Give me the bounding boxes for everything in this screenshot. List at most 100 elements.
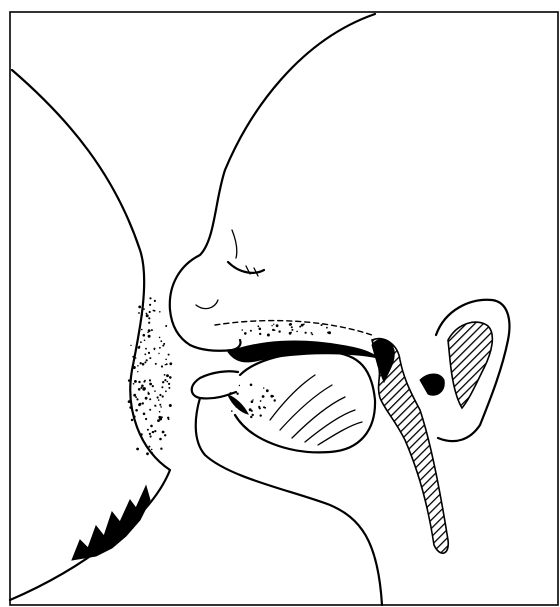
stipple-dot: [244, 332, 247, 335]
stipple-dot: [264, 407, 265, 408]
stipple-dot: [250, 330, 252, 332]
stipple-dot: [144, 361, 146, 363]
stipple-dot: [154, 390, 156, 392]
stipple-dot: [151, 452, 153, 454]
stipple-dot: [164, 434, 166, 436]
stipple-dot: [162, 345, 164, 347]
stipple-dot: [143, 387, 146, 390]
frame-border: [10, 12, 558, 605]
stipple-dot: [239, 385, 240, 386]
stipple-dot: [290, 332, 292, 334]
infant-head-outline: [170, 14, 375, 345]
stipple-dot: [130, 345, 131, 346]
stipple-dot: [159, 311, 161, 313]
stipple-dot: [289, 323, 292, 326]
stipple-dot: [148, 317, 150, 319]
stipple-dot: [152, 432, 153, 433]
stipple-dot: [161, 365, 163, 367]
stipple-dot: [160, 448, 162, 450]
stipple-dot: [164, 374, 166, 376]
stipple-dot: [143, 381, 145, 383]
lip-corner-shadow: [228, 395, 248, 414]
stipple-dot: [168, 387, 170, 389]
nostril: [196, 300, 218, 309]
stipple-dot: [151, 329, 153, 331]
stipple-dot: [136, 448, 139, 451]
stipple-dot: [133, 416, 135, 418]
stipple-dot: [132, 356, 134, 358]
stipple-dot: [134, 380, 136, 382]
stipple-dot: [141, 329, 143, 331]
stipple-dot: [149, 297, 151, 299]
stipple-dot: [150, 435, 152, 437]
stipple-dot: [143, 334, 146, 337]
stipple-dot: [135, 357, 137, 359]
stipple-dot: [138, 306, 141, 309]
tongue-lower-jaw: [235, 352, 375, 453]
stipple-dot: [148, 393, 150, 395]
stipple-dot: [149, 311, 151, 313]
stipple-dot: [137, 371, 138, 372]
stipple-dot: [267, 334, 270, 337]
stipple-dot: [165, 390, 167, 392]
stipple-dot: [165, 359, 167, 361]
stipple-dot: [154, 430, 156, 432]
stipple-dot: [168, 354, 170, 356]
stipple-dot: [145, 348, 147, 350]
stipple-dot: [147, 429, 149, 431]
ear-lobe-shadow: [420, 374, 444, 395]
stipple-dot: [299, 326, 301, 328]
stipple-dot: [133, 383, 135, 385]
stipple-dot: [250, 384, 253, 387]
stipple-dot: [251, 400, 254, 403]
stipple-dot: [168, 418, 170, 420]
stipple-dot: [252, 414, 254, 416]
stipple-dot: [133, 366, 136, 369]
stipple-dot: [149, 383, 152, 386]
stipple-dot: [142, 402, 144, 404]
stipple-dot: [148, 329, 151, 332]
stipple-dot: [259, 328, 262, 331]
stipple-dot: [164, 379, 166, 381]
stipple-dot: [163, 343, 165, 345]
stipple-dot: [149, 409, 151, 411]
stipple-dot: [250, 416, 252, 418]
stipple-dot: [135, 396, 137, 398]
stipple-dot: [236, 393, 238, 395]
stipple-dot: [249, 408, 252, 411]
stipple-dot: [149, 379, 151, 381]
stipple-dot: [262, 395, 265, 398]
stipple-dot: [169, 404, 172, 407]
stipple-dot: [272, 395, 274, 397]
stipple-dot: [278, 330, 280, 332]
stipple-dot: [140, 341, 142, 343]
stipple-dot: [166, 363, 168, 365]
stipple-dot: [257, 325, 259, 327]
stipple-dot: [154, 405, 156, 407]
stipple-dot: [159, 347, 161, 349]
stipple-dot: [158, 399, 160, 401]
stipple-dot: [142, 363, 145, 366]
stipple-dot: [154, 300, 156, 302]
stipple-dot: [138, 388, 141, 391]
stipple-dot: [146, 314, 149, 317]
stipple-dot: [296, 331, 298, 333]
stipple-dot: [154, 348, 156, 350]
stipple-dot: [149, 433, 151, 435]
hair-tuft: [72, 486, 150, 560]
stipple-dot: [155, 363, 157, 365]
stipple-dot: [169, 362, 172, 365]
stipple-dot: [157, 396, 159, 398]
stipple-dot: [142, 314, 143, 315]
stipple-dot: [159, 337, 161, 339]
stipple-dot: [162, 381, 164, 383]
stipple-dot: [168, 383, 170, 385]
ear-canal: [448, 322, 492, 408]
stipple-dot: [165, 325, 167, 327]
stipple-dot: [149, 357, 151, 359]
stipple-dot: [140, 433, 142, 435]
stipple-dot: [160, 340, 162, 342]
stipple-dot: [128, 379, 130, 381]
